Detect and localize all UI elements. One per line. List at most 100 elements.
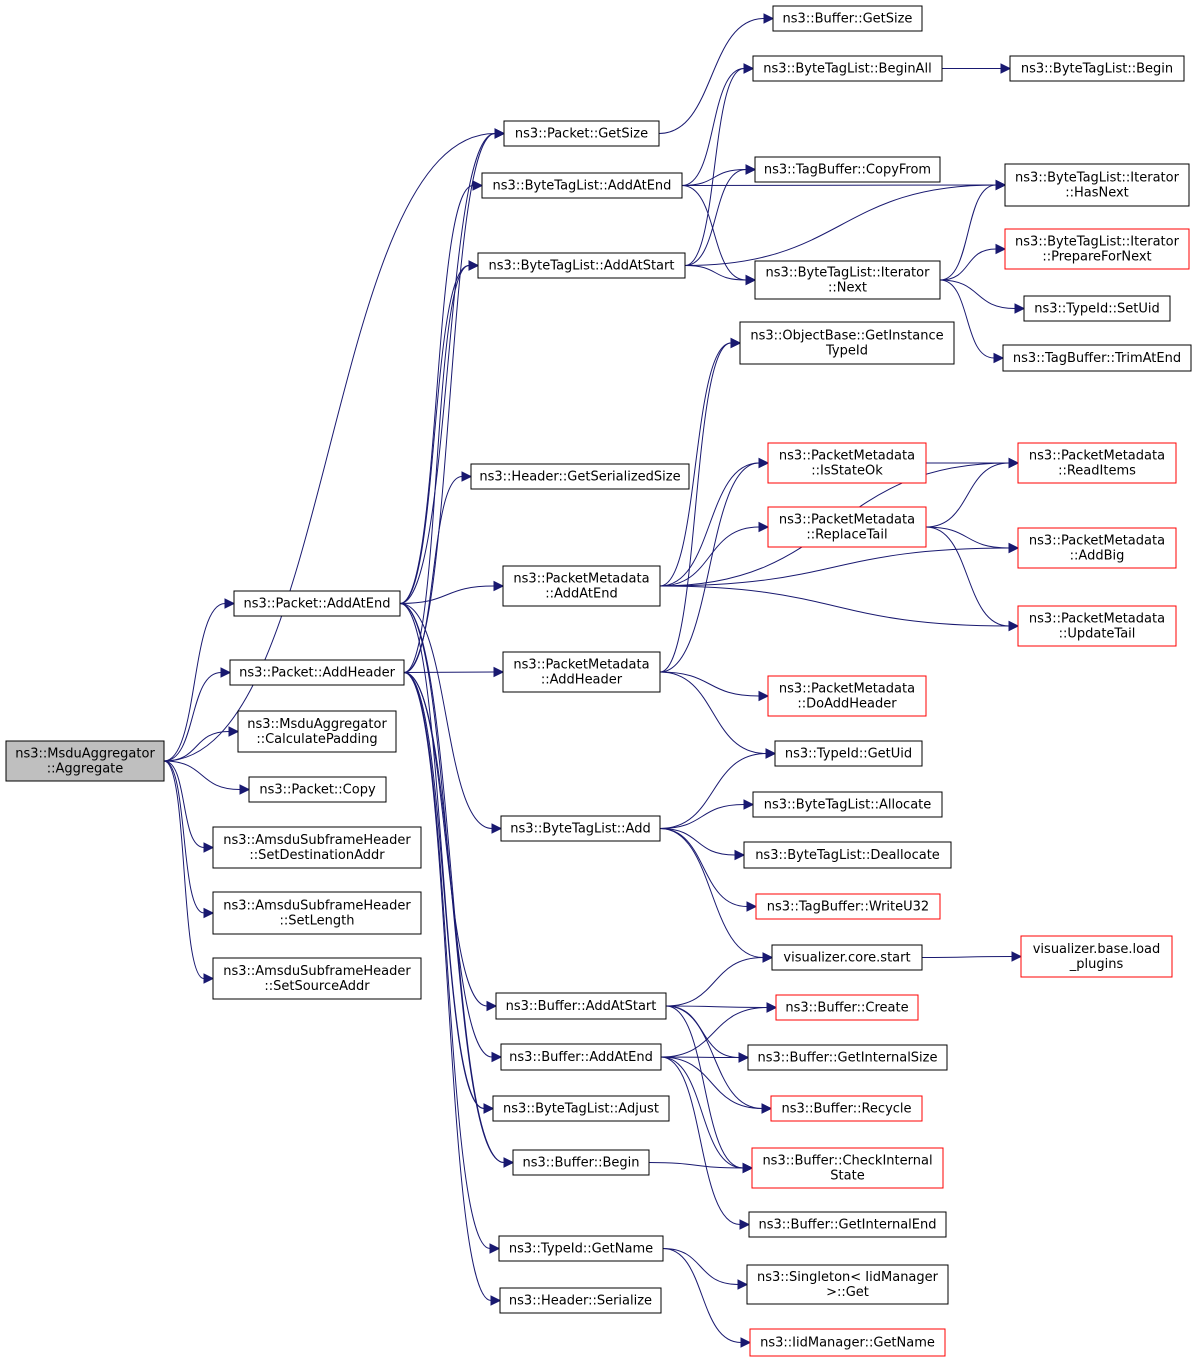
node-p-getsize[interactable]: ns3::Packet::GetSize [503,120,660,147]
node-label: ::ReplaceTail [806,528,887,543]
edge-buf_addatstart-to-buf_checkint [665,1005,754,1174]
node-pm-updatetail[interactable]: ns3::PacketMetadata::UpdateTail [1017,605,1177,647]
node-label: ns3::ByteTagList::Begin [1021,62,1173,77]
node-tb-copyfrom[interactable]: ns3::TagBuffer::CopyFrom [754,156,941,183]
node-label: ns3::Buffer::AddAtStart [506,999,657,1014]
node-p-addheader[interactable]: ns3::Packet::AddHeader [229,659,405,686]
edge-btli_next-to-tid_setuid [939,279,1026,314]
node-buf-recycle[interactable]: ns3::Buffer::Recycle [770,1095,923,1122]
arrowhead [468,260,480,271]
node-p-addatend[interactable]: ns3::Packet::AddAtEnd [233,590,401,617]
node-tid-getname[interactable]: ns3::TypeId::GetName [498,1235,664,1262]
node-btl-addatend[interactable]: ns3::ByteTagList::AddAtEnd [481,172,683,199]
arrowhead [490,1295,502,1306]
node-box [752,791,943,818]
node-box [512,1149,650,1176]
node-pm-addheader[interactable]: ns3::PacketMetadata::AddHeader [502,651,661,693]
edge-root-to-set_src [163,760,215,984]
node-tid-getuid[interactable]: ns3::TypeId::GetUid [774,740,923,767]
node-h-getser[interactable]: ns3::Header::GetSerializedSize [470,463,690,490]
node-p-copy[interactable]: ns3::Packet::Copy [248,776,387,803]
node-box [500,1043,662,1071]
node-buf-addatstart[interactable]: ns3::Buffer::AddAtStart [495,992,667,1020]
node-set-dest[interactable]: ns3::AmsduSubframeHeader::SetDestination… [212,826,422,869]
node-label: ::SetLength [280,914,355,929]
node-iid-getname[interactable]: ns3::IidManager::GetName [749,1328,946,1357]
node-pm-addatend[interactable]: ns3::PacketMetadata::AddAtEnd [502,565,661,607]
node-label: ns3::ByteTagList::AddAtEnd [493,179,672,194]
arrowhead [761,1103,773,1114]
node-tb-trimatend[interactable]: ns3::TagBuffer::TrimAtEnd [1002,344,1192,372]
node-buf-getintsize[interactable]: ns3::Buffer::GetInternalSize [747,1044,948,1071]
node-tb-writeu32[interactable]: ns3::TagBuffer::WriteU32 [755,893,941,920]
node-vis-load[interactable]: visualizer.base.load_plugins [1020,935,1173,978]
node-buf-getsize[interactable]: ns3::Buffer::GetSize [772,5,923,32]
edge-pm_addheader-to-ob_getinst [659,337,742,673]
arrowhead [1000,63,1012,74]
node-label: ::SetSourceAddr [264,979,370,994]
arrowhead [220,667,232,678]
node-btl-addatstart[interactable]: ns3::ByteTagList::AddAtStart [477,252,686,279]
node-label: ns3::Header::GetSerializedSize [479,470,680,485]
arrowhead [758,690,770,702]
edge-p_addatend-to-btl_add [399,603,503,834]
edge-line [163,731,230,762]
arrowhead [746,901,758,912]
node-btl-begin[interactable]: ns3::ByteTagList::Begin [1009,55,1185,82]
node-label: ns3::Buffer::Create [785,1001,908,1016]
node-pm-addbig[interactable]: ns3::PacketMetadata::AddBig [1017,527,1177,569]
edge-line [659,462,760,587]
node-label: ns3::ByteTagList::BeginAll [763,62,931,77]
node-btli-prepare[interactable]: ns3::ByteTagList::Iterator::PrepareForNe… [1004,228,1190,270]
node-h-serialize[interactable]: ns3::Header::Serialize [499,1287,662,1314]
node-pm-doaddheader[interactable]: ns3::PacketMetadata::DoAddHeader [767,675,927,717]
edge-line [681,184,997,186]
edge-root-to-p_copy [163,760,251,795]
node-tid-setuid[interactable]: ns3::TypeId::SetUid [1023,295,1171,322]
node-label: ns3::IidManager::GetName [760,1336,935,1351]
node-box [1017,527,1177,569]
node-root[interactable]: ns3::MsduAggregator::Aggregate [5,740,165,782]
node-btl-adjust[interactable]: ns3::ByteTagList::Adjust [492,1095,670,1122]
node-set-src[interactable]: ns3::AmsduSubframeHeader::SetSourceAddr [212,957,422,1000]
edge-root-to-set_dest [163,760,215,853]
node-singleton-get[interactable]: ns3::Singleton< IidManager >::Get [746,1264,949,1305]
node-box [502,565,661,607]
edge-btl_addatstart-to-btli_hasnext [684,179,1007,266]
node-calcpad[interactable]: ns3::MsduAggregator::CalculatePadding [237,710,397,753]
edge-root-to-calcpad [163,726,240,762]
arrowhead [763,13,775,24]
node-btli-hasnext[interactable]: ns3::ByteTagList::Iterator::HasNext [1004,163,1190,207]
node-box [752,55,943,82]
node-btl-beginall[interactable]: ns3::ByteTagList::BeginAll [752,55,943,82]
node-box [212,957,422,1000]
node-box [774,740,923,767]
arrowhead [1008,457,1020,469]
edge-line [399,133,496,604]
node-btl-deallocate[interactable]: ns3::ByteTagList::Deallocate [743,841,952,869]
node-pm-replacetail[interactable]: ns3::PacketMetadata::ReplaceTail [767,506,927,548]
edge-btl_addatend-to-tb_copyfrom [681,164,757,186]
node-pm-isstateok[interactable]: ns3::PacketMetadata::IsStateOk [767,442,927,484]
node-btl-allocate[interactable]: ns3::ByteTagList::Allocate [752,791,943,818]
edge-p_addheader-to-buf_begin [403,672,515,1168]
node-vis-start[interactable]: visualizer.core.start [771,944,923,971]
node-buf-begin[interactable]: ns3::Buffer::Begin [512,1149,650,1176]
node-buf-addatend[interactable]: ns3::Buffer::AddAtEnd [500,1043,662,1071]
node-buf-create[interactable]: ns3::Buffer::Create [775,994,919,1021]
node-pm-readitems[interactable]: ns3::PacketMetadata::ReadItems [1017,442,1177,484]
edge-line [403,672,492,1301]
arrowhead [993,352,1005,364]
arrowhead [239,784,251,795]
node-buf-getintend[interactable]: ns3::Buffer::GetInternalEnd [748,1211,947,1238]
node-label: ns3::PacketMetadata [779,449,915,464]
node-btli-next[interactable]: ns3::ByteTagList::Iterator::Next [754,260,941,300]
node-box [1023,295,1171,322]
node-label: ::ReadItems [1058,464,1136,479]
arrowhead [739,1219,751,1230]
node-btl-add[interactable]: ns3::ByteTagList::Add [500,815,661,842]
arrowhead [740,1337,752,1348]
node-set-len[interactable]: ns3::AmsduSubframeHeader::SetLength [212,891,422,935]
